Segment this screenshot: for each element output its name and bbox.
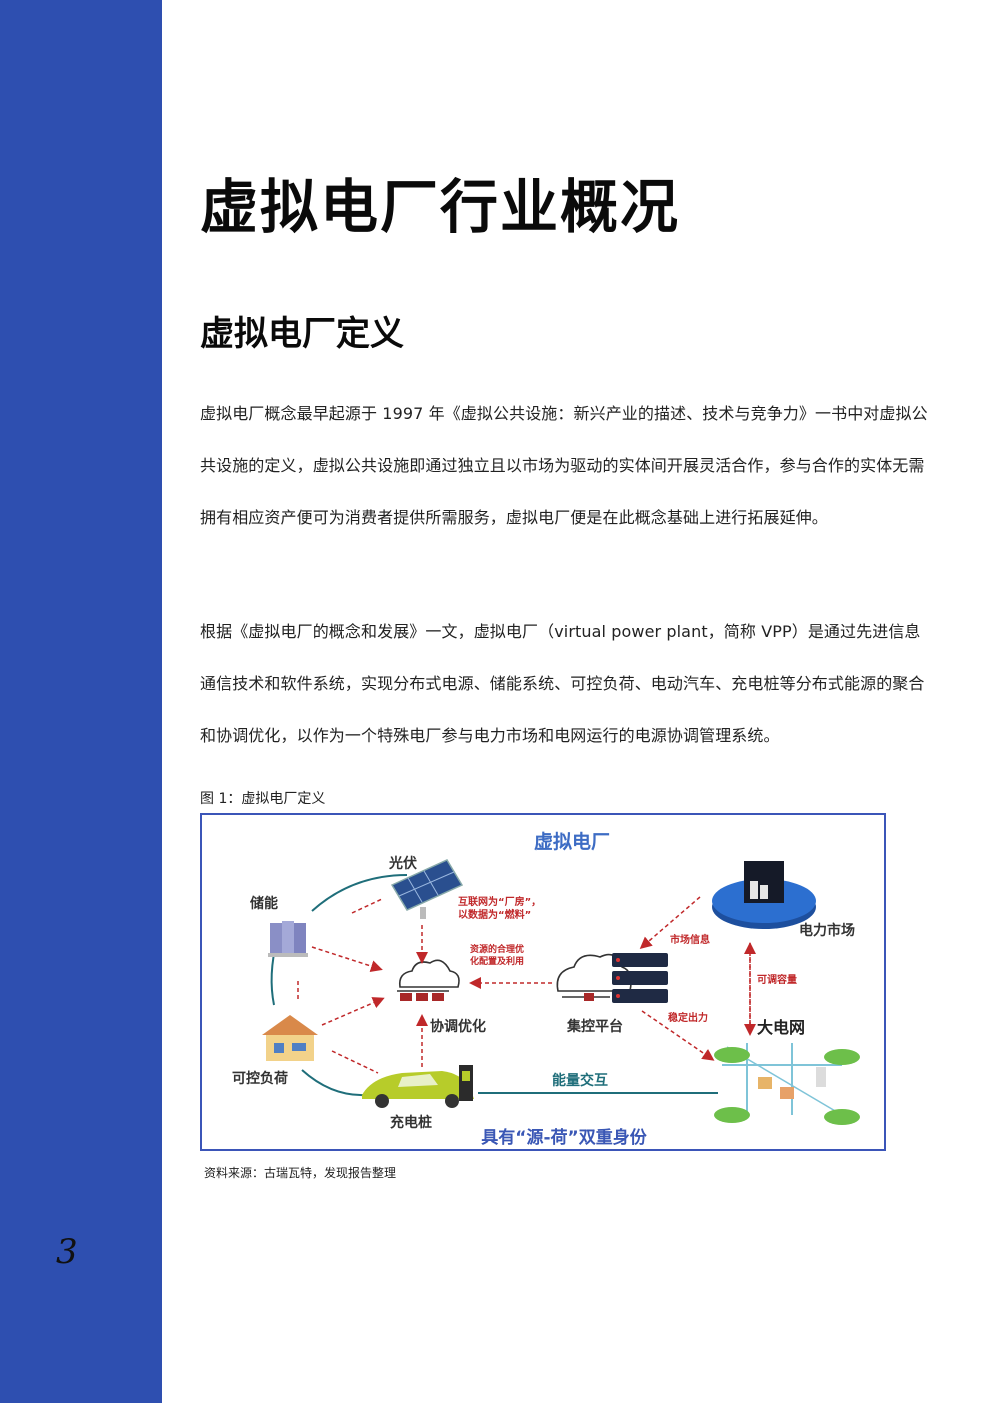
diagram-title: 虚拟电厂 (534, 830, 610, 853)
storage-icon (268, 921, 308, 957)
coordination-label: 协调优化 (430, 1018, 486, 1035)
sidebar-band: 3 (0, 0, 162, 1403)
resource-note-line-2: 化配置及利用 (470, 955, 524, 967)
controllable-load-label: 可控负荷 (232, 1070, 288, 1087)
vpp-diagram-canvas: 虚拟电厂 光伏 储能 可控负荷 (232, 830, 860, 1148)
arrow-storage-to-coordination (311, 946, 383, 972)
electric-car-icon (362, 1071, 474, 1108)
adjustable-capacity-label: 可调容量 (757, 973, 797, 986)
section-title: 虚拟电厂定义 (200, 314, 404, 354)
power-grid-icon (714, 1043, 860, 1125)
market-label: 电力市场 (799, 922, 855, 939)
page-number: 3 (56, 1232, 78, 1272)
charging-pile-icon (459, 1065, 473, 1101)
market-info-label: 市场信息 (670, 933, 710, 946)
dual-identity-label: 具有“源-荷”双重身份 (480, 1127, 647, 1148)
figure-caption: 图 1：虚拟电厂定义 (200, 791, 326, 807)
teal-arc-top (311, 874, 408, 912)
stable-output-label: 稳定出力 (668, 1011, 708, 1024)
coordination-cloud-icon (397, 959, 460, 1001)
resource-note-line-1: 资源的合理优 (470, 943, 524, 955)
paragraph-origin: 虚拟电厂概念最早起源于 1997 年《虚拟公共设施：新兴产业的描述、技术与竞争力… (200, 404, 928, 527)
internet-note-line-2: 以数据为“燃料” (458, 908, 531, 921)
solar-panel-icon (390, 859, 464, 919)
teal-arc-bottom (301, 1069, 368, 1097)
control-platform-icon (556, 953, 668, 1003)
arrow-storage-to-pv (351, 898, 383, 914)
internet-note-line-1: 互联网为“厂房”， (458, 895, 541, 908)
figure-source: 资料来源：古瑞瓦特，发现报告整理 (204, 1166, 397, 1180)
platform-label: 集控平台 (566, 1018, 623, 1035)
power-market-icon (712, 861, 816, 929)
storage-label: 储能 (249, 895, 278, 912)
page-title: 虚拟电厂行业概况 (200, 173, 681, 241)
house-icon (262, 1015, 318, 1061)
vpp-diagram: 虚拟电厂 光伏 储能 可控负荷 (200, 813, 886, 1151)
pv-label: 光伏 (388, 855, 417, 872)
energy-exchange-label: 能量交互 (552, 1072, 608, 1089)
arrow-load-to-car (331, 1050, 379, 1074)
paragraph-definition: 根据《虚拟电厂的概念和发展》一文，虚拟电厂（virtual power plan… (200, 622, 925, 745)
grid-label: 大电网 (757, 1018, 805, 1037)
arrow-load-to-coordination (321, 997, 385, 1026)
arrow-platform-to-grid (641, 1010, 715, 1061)
arrow-market-to-platform (639, 896, 701, 949)
charging-pile-label: 充电桩 (390, 1114, 432, 1131)
